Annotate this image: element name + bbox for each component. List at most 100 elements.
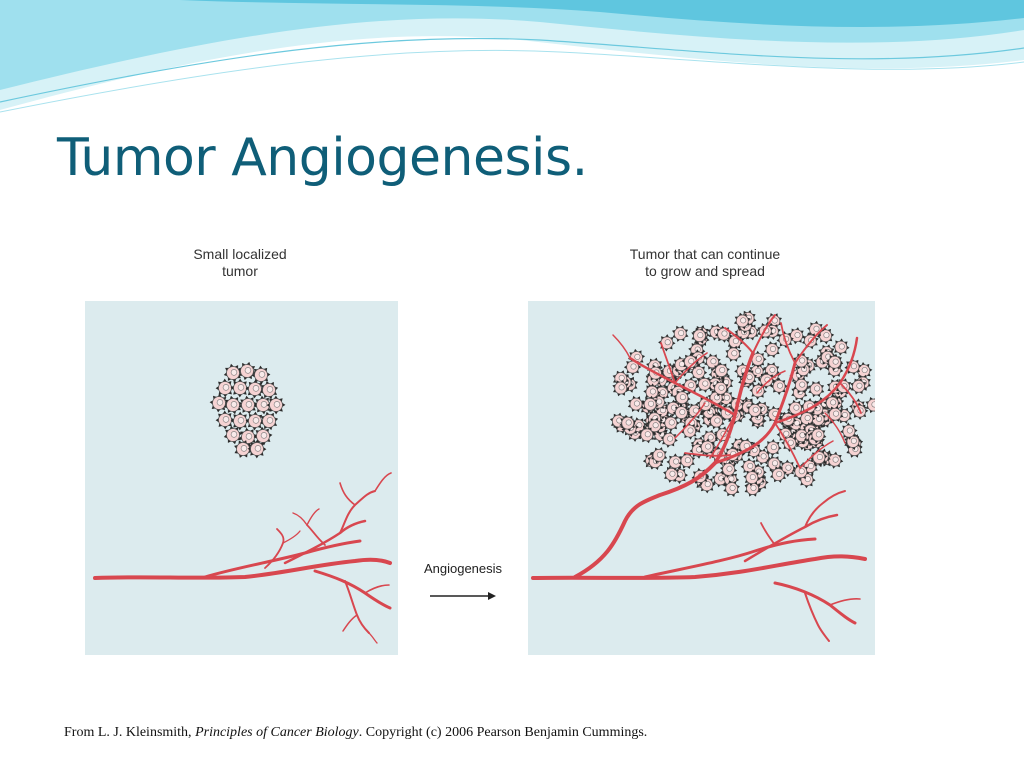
tumor-cell-nucleus <box>688 358 695 365</box>
tumor-cell-nucleus <box>704 481 711 488</box>
tumor-cell-nucleus <box>237 384 245 391</box>
slide-title: Tumor Angiogenesis. <box>57 128 588 188</box>
tumor-cell-nucleus <box>260 401 268 408</box>
tumor-cell-nucleus <box>830 399 837 406</box>
left-panel <box>85 301 398 655</box>
tumor-cell-nucleus <box>230 401 238 408</box>
tumor-cell-nucleus <box>252 417 260 424</box>
tumor-cell-nucleus <box>669 470 676 477</box>
tumor-cell-nucleus <box>696 368 703 375</box>
arrow-icon <box>430 592 496 600</box>
tumor-cell-nucleus <box>630 363 637 370</box>
tumor-cell-nucleus <box>633 400 640 407</box>
tumor-cell-nucleus <box>718 384 725 391</box>
tumor-cell-nucleus <box>813 325 820 332</box>
angiogenesis-figure: Small localized tumor Tumor that can con… <box>85 243 882 655</box>
tumor-cell-nucleus <box>728 475 735 482</box>
tumor-cell-nucleus <box>702 380 709 387</box>
right-panel-caption: Tumor that can continue to grow and spre… <box>629 246 781 279</box>
tumor-cell-nucleus <box>726 465 733 472</box>
angiogenesis-arrow-label: Angiogenesis <box>423 561 503 576</box>
credit-book-title: Principles of Cancer Biology <box>195 725 359 740</box>
tumor-cell-nucleus <box>266 417 274 424</box>
tumor-cell-nucleus <box>799 357 806 364</box>
tumor-cell-nucleus <box>692 407 699 414</box>
tumor-cell-nucleus <box>846 427 853 434</box>
tumor-cell-nucleus <box>652 422 659 429</box>
tumor-cell-nucleus <box>707 434 714 441</box>
tumor-cell-nucleus <box>799 432 806 439</box>
tumor-cell-nucleus <box>815 431 822 438</box>
tumor-cell-nucleus <box>230 369 238 376</box>
tumor-cell-nucleus <box>776 471 783 478</box>
tumor-cell-nucleus <box>838 343 845 350</box>
right-blood-vessel <box>531 314 867 642</box>
tumor-cell-nucleus <box>252 385 260 392</box>
tumor-cell-nucleus <box>618 384 625 391</box>
tumor-cell-nucleus <box>245 433 253 440</box>
tumor-cell-nucleus <box>755 367 762 374</box>
tumor-cell-nucleus <box>656 451 663 458</box>
tumor-cell-nucleus <box>750 484 757 491</box>
tumor-cell-nucleus <box>618 374 625 381</box>
tumor-cell-nucleus <box>732 338 739 345</box>
tumor-cell-nucleus <box>625 419 632 426</box>
tumor-cell-nucleus <box>794 420 801 427</box>
angiogenesis-illustration <box>85 243 882 655</box>
tumor-cell-nucleus <box>832 456 839 463</box>
left-panel-caption: Small localized tumor <box>193 246 287 279</box>
tumor-cell-nucleus <box>679 394 686 401</box>
tumor-cell-nucleus <box>664 339 671 346</box>
tumor-cell-nucleus <box>679 409 686 416</box>
tumor-cell-nucleus <box>785 464 792 471</box>
tumor-cell-nucleus <box>222 384 230 391</box>
tumor-cell-nucleus <box>769 366 776 373</box>
tumor-cell-nucleus <box>804 414 811 421</box>
tumor-cell-nucleus <box>216 399 224 406</box>
tumor-cell-nucleus <box>667 435 674 442</box>
tumor-cell-nucleus <box>668 419 675 426</box>
tumor-cell-nucleus <box>719 367 726 374</box>
tumor-cell-nucleus <box>772 460 779 467</box>
tumor-cell-nucleus <box>747 462 754 469</box>
tumor-cell-nucleus <box>793 404 800 411</box>
tumor-cell-nucleus <box>799 381 806 388</box>
tumor-cell-nucleus <box>856 382 863 389</box>
tumor-cell-nucleus <box>729 484 736 491</box>
tumor-cell-nucleus <box>240 445 248 452</box>
tumor-cell-nucleus <box>746 374 753 381</box>
tumor-cell-nucleus <box>260 432 268 439</box>
tumor-cell-nucleus <box>649 388 656 395</box>
tumor-cell-nucleus <box>832 358 839 365</box>
tumor-cell-nucleus <box>807 462 814 469</box>
source-credit: From L. J. Kleinsmith, Principles of Can… <box>64 725 647 741</box>
credit-suffix: . Copyright (c) 2006 Pearson Benjamin Cu… <box>358 725 648 740</box>
tumor-cell-nucleus <box>841 411 848 418</box>
tumor-cell-nucleus <box>697 332 704 339</box>
tumor-cell-nucleus <box>266 386 274 393</box>
tumor-cell-nucleus <box>721 330 728 337</box>
tumor-cell-nucleus <box>755 355 762 362</box>
tumor-cell-nucleus <box>861 367 868 374</box>
tumor-cell-nucleus <box>648 400 655 407</box>
tumor-cell-nucleus <box>769 345 776 352</box>
tumor-cell-nucleus <box>714 394 721 401</box>
tumor-cell-nucleus <box>636 422 643 429</box>
tumor-cell-nucleus <box>770 444 777 451</box>
tumor-cell-nucleus <box>656 398 663 405</box>
tumor-cell-nucleus <box>816 415 823 422</box>
tumor-cell-nucleus <box>740 317 747 324</box>
tumor-cell-nucleus <box>752 406 759 413</box>
tumor-cell-nucleus <box>731 350 738 357</box>
tumor-cell-nucleus <box>871 401 878 408</box>
tumor-cell-nucleus <box>659 389 666 396</box>
tumor-cell-nucleus <box>787 439 794 446</box>
tumor-cell-nucleus <box>850 363 857 370</box>
tumor-cell-nucleus <box>245 401 253 408</box>
tumor-cell-nucleus <box>273 401 281 408</box>
tumor-cell-nucleus <box>760 453 767 460</box>
tumor-cell-nucleus <box>230 431 238 438</box>
tumor-cell-nucleus <box>244 367 252 374</box>
tumor-cell-nucleus <box>816 454 823 461</box>
tumor-cell-nucleus <box>688 382 695 389</box>
